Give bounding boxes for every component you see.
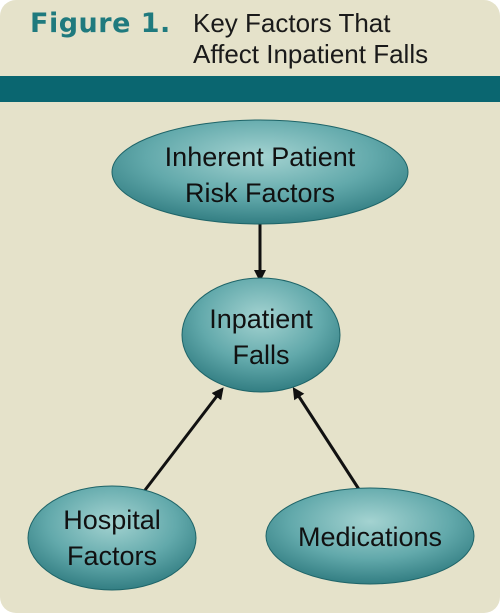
node-inpatient-falls: Inpatient Falls (181, 277, 341, 393)
node-hospital-factors: Hospital Factors (27, 485, 197, 591)
figure-title-line-1: Key Factors That (193, 8, 391, 38)
node-inherent-line-1: Inherent Patient (165, 142, 356, 172)
node-hospital-line-1: Hospital (63, 505, 161, 535)
header-rule (0, 76, 500, 102)
node-hospital-line-2: Factors (67, 541, 157, 571)
figure-title: Key Factors That Affect Inpatient Falls (193, 8, 493, 70)
node-falls-line-1: Inpatient (209, 304, 313, 334)
figure-title-line-2: Affect Inpatient Falls (193, 39, 429, 69)
arrow-hospital-to-falls (140, 387, 224, 495)
node-inherent-line-2: Risk Factors (185, 178, 335, 208)
node-falls-line-2: Falls (232, 340, 289, 370)
node-inherent-patient-risk-factors: Inherent Patient Risk Factors (111, 119, 409, 225)
figure-label: Figure 1. (30, 8, 171, 39)
arrow-medications-to-falls (292, 386, 364, 495)
node-medications: Medications (265, 487, 475, 585)
node-medications-label: Medications (298, 522, 442, 552)
figure-header: Figure 1. Key Factors That Affect Inpati… (0, 0, 500, 76)
